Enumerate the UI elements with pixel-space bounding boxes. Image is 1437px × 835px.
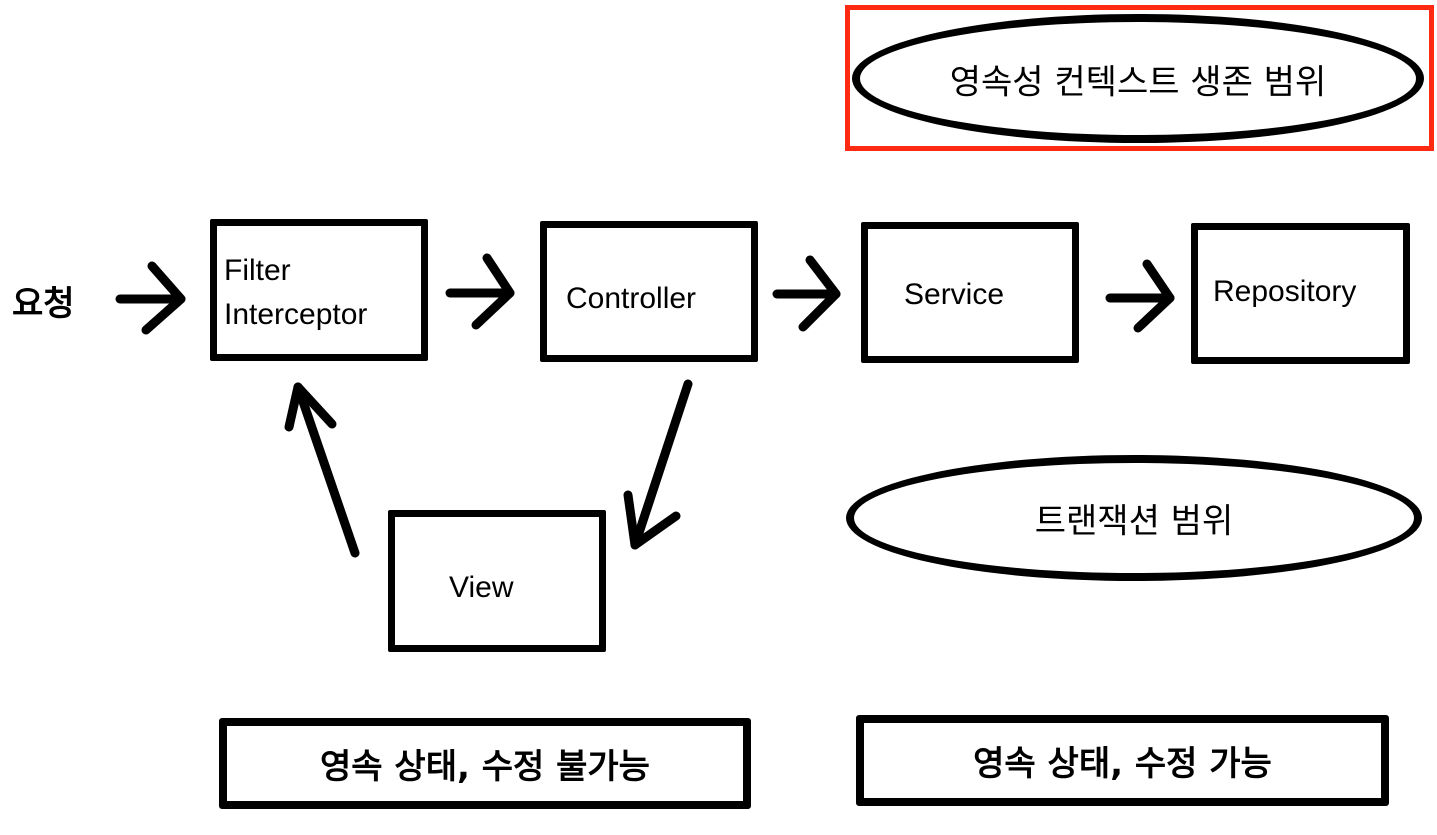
persistence-context-scope-label: 영속성 컨텍스트 생존 범위 [949,62,1327,102]
view-box: View [388,510,606,652]
arrow-filter-to-controller [445,253,515,330]
filter-label: Filter [224,254,291,287]
view-label: View [449,571,514,604]
state-box-modifiable: 영속 상태, 수정 가능 [856,715,1389,806]
arrow-controller-to-service [772,255,841,332]
request-label: 요청 [12,284,75,324]
transaction-scope-ellipse: 트랜잭션 범위 [846,455,1422,581]
controller-label: Controller [566,282,697,315]
arrow-request-to-filter [115,261,186,335]
service-label: Service [904,278,1005,311]
transaction-scope-label: 트랜잭션 범위 [1034,501,1234,542]
controller-box: Controller [540,221,758,362]
arrow-view-to-filter [284,382,360,558]
persistence-scope-highlight-frame [845,5,1434,151]
repository-box: Repository [1191,223,1410,364]
arrow-service-to-repository [1105,259,1175,333]
state-label-modifiable: 영속 상태, 수정 가능 [973,744,1272,784]
arrow-controller-to-view [623,379,693,550]
filter-interceptor-box: Filter Interceptor [210,219,428,361]
repository-label: Repository [1213,275,1357,308]
state-box-not-modifiable: 영속 상태, 수정 불가능 [219,718,751,809]
service-box: Service [861,222,1079,363]
interceptor-label: Interceptor [224,298,368,331]
persistence-context-scope-ellipse: 영속성 컨텍스트 생존 범위 [852,14,1424,143]
state-label-not-modifiable: 영속 상태, 수정 불가능 [320,747,650,787]
